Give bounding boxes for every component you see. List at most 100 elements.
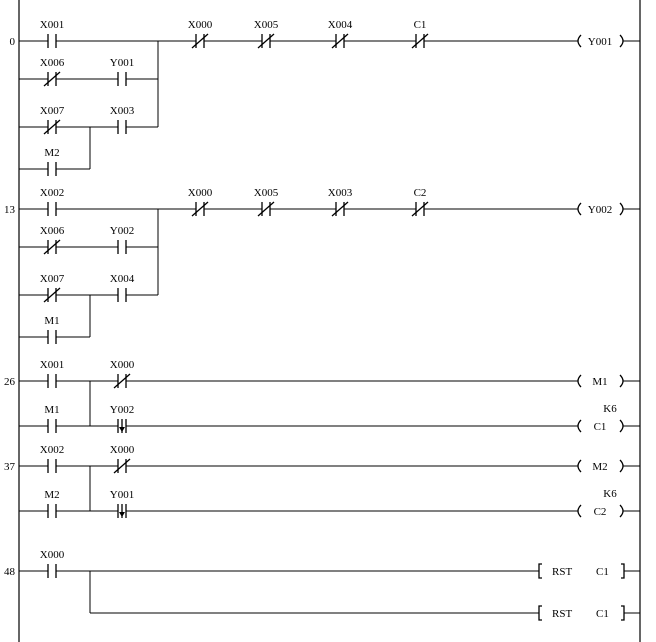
contact-nc: C2 bbox=[411, 187, 429, 217]
contact-label: X000 bbox=[188, 187, 213, 199]
coil-right-paren bbox=[619, 374, 624, 388]
contact-label: C1 bbox=[414, 19, 427, 31]
instruction-op: RST bbox=[552, 566, 572, 578]
instruction-arg: C1 bbox=[596, 608, 609, 620]
coil-left-paren bbox=[577, 504, 582, 518]
contact-label: X006 bbox=[40, 225, 65, 237]
output-coil: Y002 bbox=[577, 202, 624, 216]
preset-value: K6 bbox=[603, 488, 617, 500]
bracket-right bbox=[621, 563, 625, 579]
step-number: 26 bbox=[4, 376, 16, 388]
arrow-head bbox=[119, 512, 125, 517]
contact-label: X006 bbox=[40, 57, 65, 69]
contact-label: X001 bbox=[40, 359, 64, 371]
contact-label: C2 bbox=[414, 187, 427, 199]
contact-label: Y002 bbox=[110, 225, 134, 237]
contact-no: X002 bbox=[40, 187, 64, 216]
contact-no: X004 bbox=[110, 273, 135, 302]
contact-nc: X006 bbox=[40, 225, 65, 255]
contact-no: X003 bbox=[110, 105, 135, 134]
step-number: 37 bbox=[4, 461, 16, 473]
instruction-box: RST C1 bbox=[538, 563, 625, 579]
coil-label: Y001 bbox=[588, 36, 612, 48]
contact-no: M2 bbox=[44, 147, 60, 176]
contact-label: Y002 bbox=[110, 404, 134, 416]
contact-nc: X004 bbox=[328, 19, 353, 49]
coil-right-paren bbox=[619, 419, 624, 433]
instruction-op: RST bbox=[552, 608, 572, 620]
wires bbox=[19, 40, 640, 614]
nc-slash bbox=[331, 33, 349, 49]
nc-slash bbox=[411, 201, 429, 217]
contact-label: Y001 bbox=[110, 57, 134, 69]
contact-nc: X005 bbox=[254, 19, 279, 49]
contact-nc: X007 bbox=[40, 273, 65, 303]
coil-left-paren bbox=[577, 459, 582, 473]
coil-label: C1 bbox=[594, 421, 607, 433]
contact-label: X005 bbox=[254, 19, 279, 31]
bracket-left bbox=[538, 605, 542, 621]
arrow-head bbox=[119, 427, 125, 432]
nc-slash bbox=[43, 119, 61, 135]
coil-label: Y002 bbox=[588, 204, 612, 216]
contact-label: M2 bbox=[44, 489, 59, 501]
contact-label: X005 bbox=[254, 187, 279, 199]
contact-label: X007 bbox=[40, 105, 65, 117]
coil-left-paren bbox=[577, 374, 582, 388]
contact-nc: X000 bbox=[188, 19, 213, 49]
contact-label: X000 bbox=[110, 359, 135, 371]
contact-nc: X000 bbox=[110, 359, 135, 389]
output-coil: M2 bbox=[577, 459, 624, 473]
contact-no: X001 bbox=[40, 359, 64, 388]
contact-label: X002 bbox=[40, 187, 64, 199]
contact-no: Y001 bbox=[110, 57, 134, 86]
nc-slash bbox=[191, 201, 209, 217]
contact-no: M2 bbox=[44, 489, 60, 518]
nc-slash bbox=[331, 201, 349, 217]
contact-no: X000 bbox=[40, 549, 65, 578]
contact-label: X000 bbox=[40, 549, 65, 561]
coil-label: M1 bbox=[592, 376, 607, 388]
contact-label: X003 bbox=[110, 105, 135, 117]
contact-label: X004 bbox=[328, 19, 353, 31]
contact-nc: C1 bbox=[411, 19, 429, 49]
step-number: 48 bbox=[4, 566, 16, 578]
instruction-arg: C1 bbox=[596, 566, 609, 578]
contact-label: X002 bbox=[40, 444, 64, 456]
output-coil: M1 bbox=[577, 374, 624, 388]
nc-slash bbox=[43, 239, 61, 255]
contact-no: X001 bbox=[40, 19, 64, 48]
contact-nc: X005 bbox=[254, 187, 279, 217]
contact-nc: X007 bbox=[40, 105, 65, 135]
contact-no: X002 bbox=[40, 444, 64, 473]
coil-left-paren bbox=[577, 419, 582, 433]
step-number: 13 bbox=[4, 204, 16, 216]
contact-label: M2 bbox=[44, 147, 59, 159]
contact-no: M1 bbox=[44, 315, 60, 344]
contact-label: X000 bbox=[110, 444, 135, 456]
nc-slash bbox=[257, 201, 275, 217]
contact-nc: X003 bbox=[328, 187, 353, 217]
contact-nc: X000 bbox=[110, 444, 135, 474]
contact-label: M1 bbox=[44, 404, 59, 416]
contact-label: X000 bbox=[188, 19, 213, 31]
contact-fall: Y001 bbox=[110, 489, 134, 518]
contact-label: M1 bbox=[44, 315, 59, 327]
contact-no: Y002 bbox=[110, 225, 134, 254]
contact-label: X004 bbox=[110, 273, 135, 285]
contact-label: X007 bbox=[40, 273, 65, 285]
coil-left-paren bbox=[577, 202, 582, 216]
nc-slash bbox=[191, 33, 209, 49]
nc-slash bbox=[43, 71, 61, 87]
coil-right-paren bbox=[619, 34, 624, 48]
bracket-right bbox=[621, 605, 625, 621]
step-number: 0 bbox=[10, 36, 16, 48]
coil-left-paren bbox=[577, 34, 582, 48]
output-coil: Y001 bbox=[577, 34, 624, 48]
coil-label: M2 bbox=[592, 461, 607, 473]
nc-slash bbox=[43, 287, 61, 303]
